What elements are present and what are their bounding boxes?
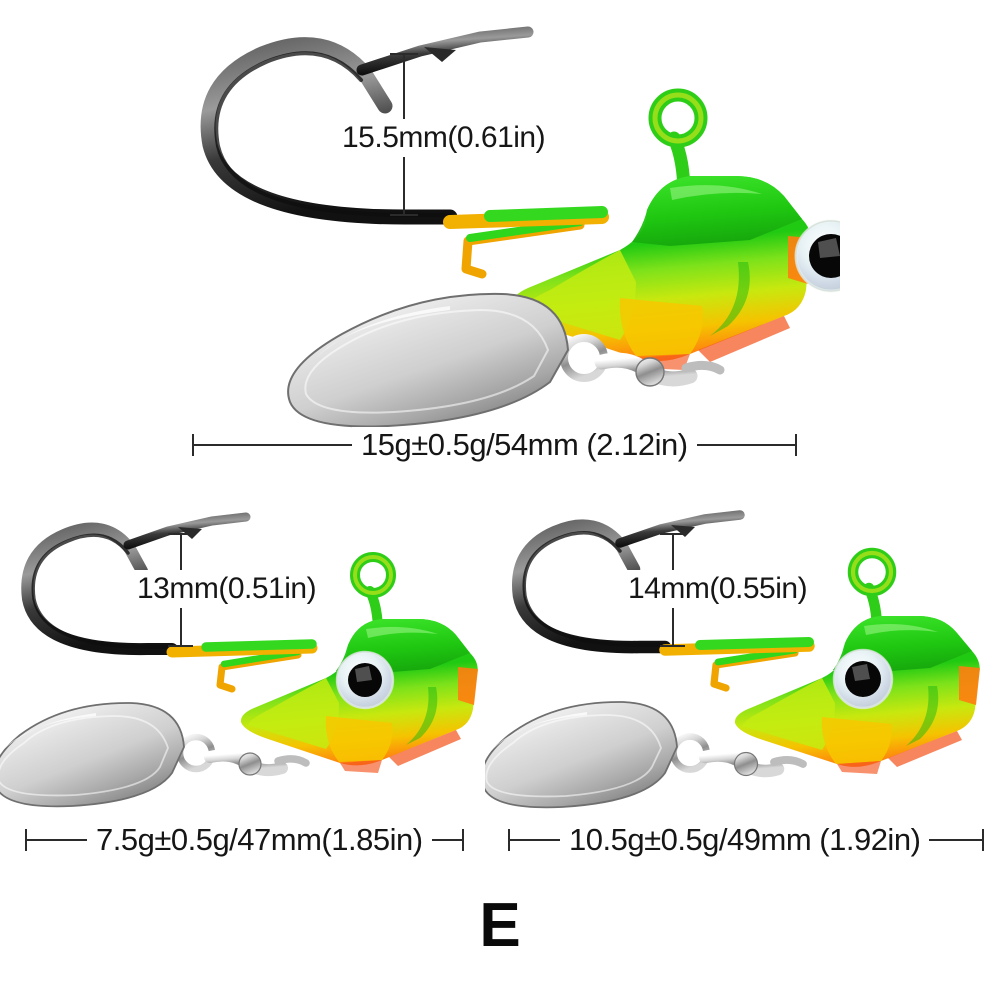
dimension-tick-top-large <box>390 53 418 55</box>
spinner-blade-medium <box>485 701 678 809</box>
eye-small <box>335 650 395 710</box>
dimension-label-spec-small: 7.5g±0.5g/47mm(1.85in) <box>87 822 432 858</box>
dimension-tick-bottom-large <box>390 214 418 216</box>
variant-letter-label: E <box>479 891 521 960</box>
dimension-tick-top-medium <box>660 533 685 535</box>
spinner-blade-large <box>287 292 570 428</box>
dimension-label-height-small: 13mm(0.51in) <box>131 570 323 608</box>
wire-bait-keeper-large <box>461 218 585 279</box>
dimension-label-spec-medium: 10.5g±0.5g/49mm (1.92in) <box>560 822 930 858</box>
eye-large <box>794 219 840 293</box>
hook-large <box>200 26 534 225</box>
dimension-label-spec-large: 15g±0.5g/54mm (2.12in) <box>352 427 697 463</box>
lure-illustration-medium <box>485 510 980 809</box>
eye-medium <box>832 648 894 710</box>
lure-illustration-large <box>200 26 840 428</box>
spinner-blade-small <box>0 702 185 808</box>
dimension-label-height-large: 15.5mm(0.61in) <box>336 119 552 157</box>
dimension-label-height-medium: 14mm(0.55in) <box>622 570 814 608</box>
swivel-connector-small <box>176 733 310 777</box>
dimension-tick-bottom-medium <box>660 645 685 647</box>
lure-illustration-small <box>0 512 478 808</box>
dimension-tick-bottom-small <box>168 645 193 647</box>
hook-medium <box>512 510 745 654</box>
wire-bait-keeper-small <box>216 648 302 693</box>
wire-bait-keeper-medium <box>710 646 799 692</box>
dimension-tick-top-small <box>168 533 193 535</box>
hook-small <box>21 512 251 656</box>
